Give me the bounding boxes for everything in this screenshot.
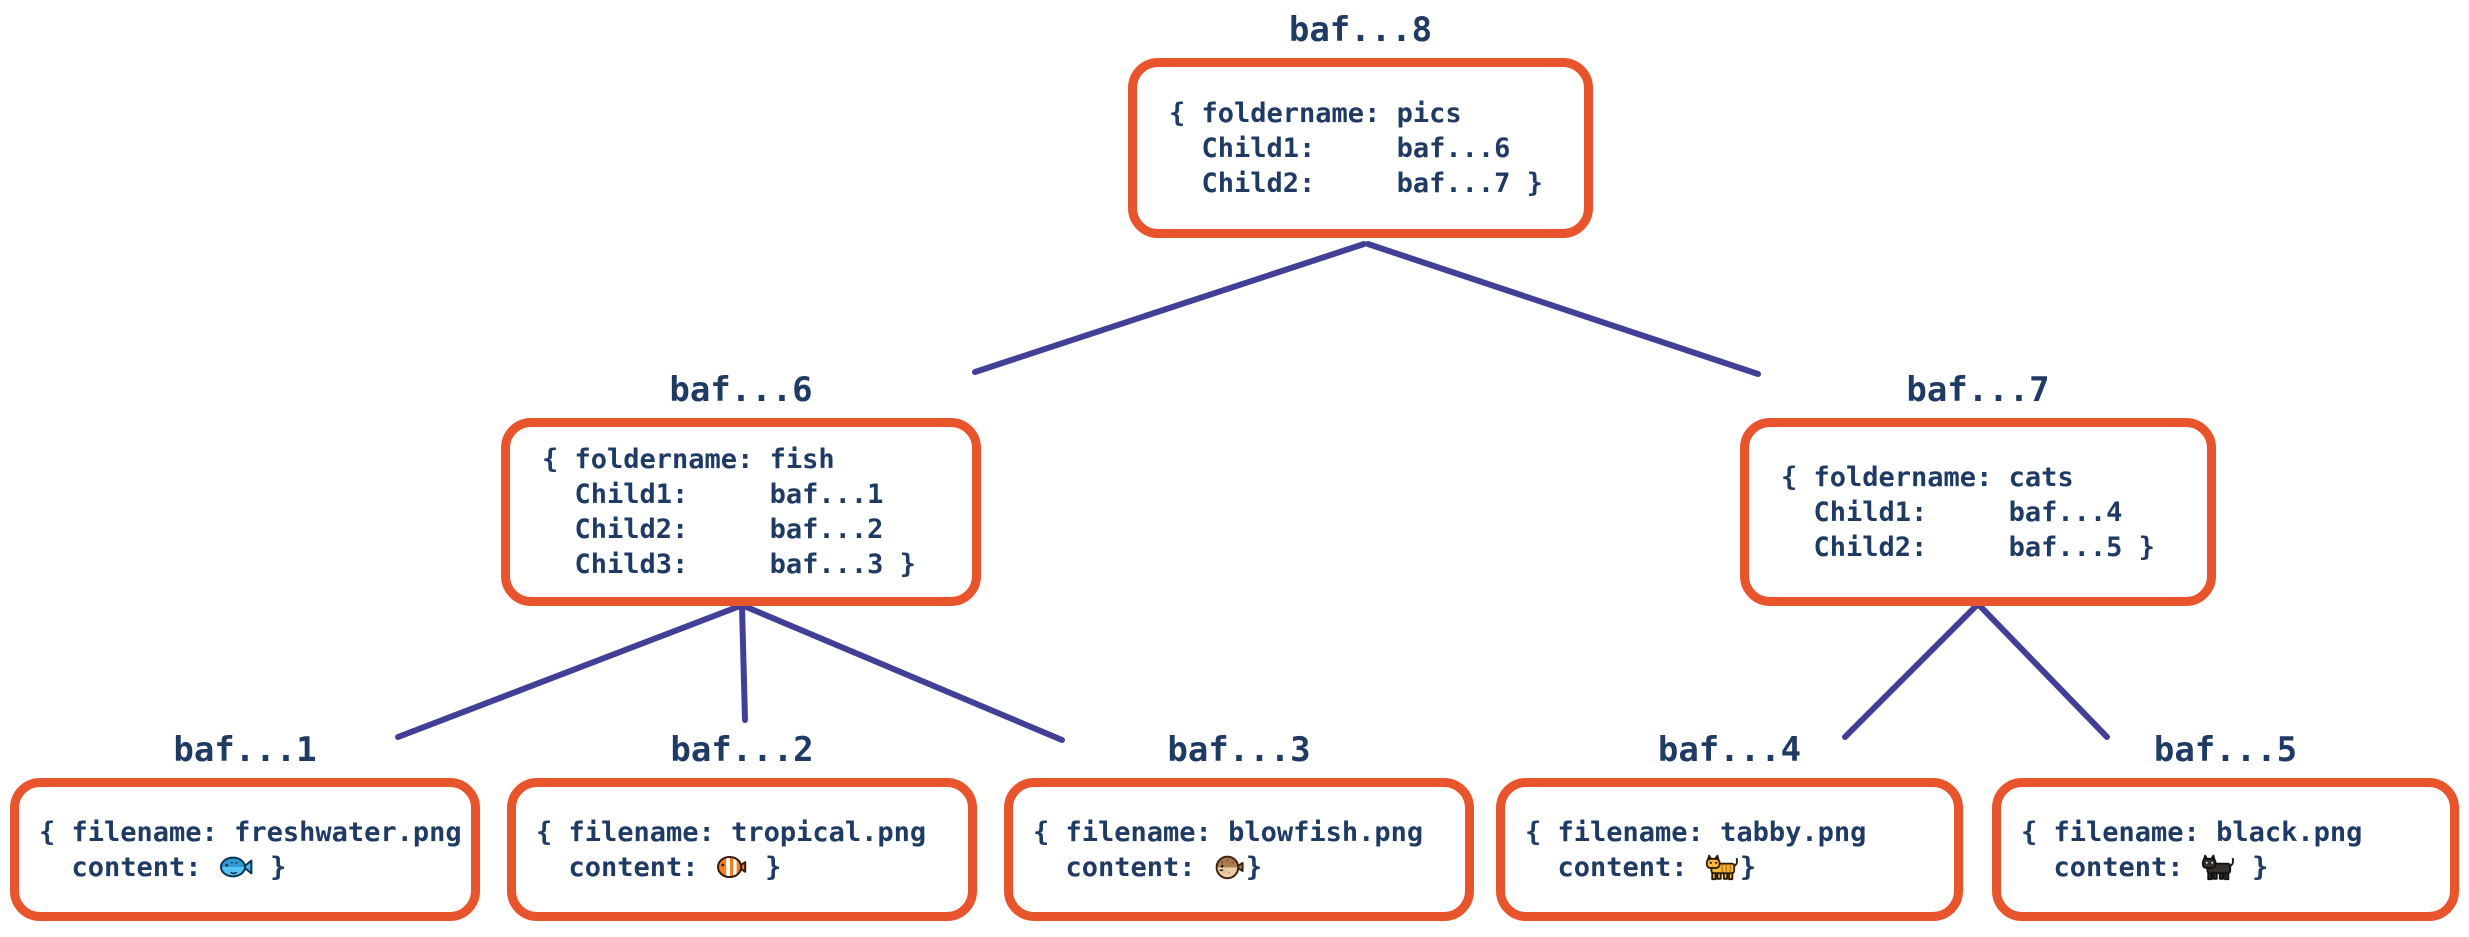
content-suffix: } bbox=[748, 851, 782, 883]
node-label: baf...5 bbox=[2153, 730, 2298, 770]
node-baf-5: baf...5 { filename: black.png content: bbox=[1992, 722, 2459, 921]
node-line: { filename: tropical.png bbox=[536, 816, 927, 848]
node-line: Child1: baf...1 bbox=[542, 479, 884, 510]
content-suffix: } bbox=[2235, 851, 2269, 883]
edge-baf7-baf4 bbox=[1842, 603, 1979, 740]
node-line: content: } bbox=[1033, 850, 1465, 885]
content-suffix: } bbox=[1245, 851, 1263, 883]
node-line: content: } bbox=[2021, 850, 2450, 885]
blue-fish-icon bbox=[219, 853, 253, 881]
node-label: baf...1 bbox=[173, 730, 317, 770]
blowfish-icon bbox=[1213, 853, 1245, 881]
node-line: { foldername: fish bbox=[542, 444, 835, 475]
edge-baf6-baf2 bbox=[739, 603, 748, 723]
node-line: Child1: baf...4 bbox=[1781, 496, 2123, 528]
node-line: Child1: baf...6 bbox=[1169, 132, 1511, 164]
content-suffix: } bbox=[253, 851, 287, 883]
node-label: baf...2 bbox=[670, 730, 814, 770]
node-baf-1: baf...1 { filename: freshwater.png conte… bbox=[10, 722, 480, 921]
node-line: content: } bbox=[1525, 850, 1954, 885]
content-suffix: } bbox=[1739, 851, 1757, 883]
node-line: { filename: blowfish.png bbox=[1033, 816, 1424, 848]
node-label: baf...6 bbox=[669, 370, 813, 410]
edge-baf8-baf7 bbox=[1365, 241, 1761, 377]
node-box: { foldername: pics Child1: baf...6 Child… bbox=[1128, 58, 1593, 238]
node-line: content: } bbox=[39, 850, 471, 885]
node-baf-2: baf...2 { filename: tropical.png content… bbox=[507, 722, 977, 921]
node-line: Child2: baf...5 } bbox=[1781, 531, 2155, 563]
node-box: { filename: tabby.png content: bbox=[1496, 778, 1963, 921]
edge-baf6-baf3 bbox=[741, 603, 1065, 743]
node-line: Child2: baf...7 } bbox=[1169, 167, 1543, 199]
node-baf-4: baf...4 { filename: tabby.png content: bbox=[1496, 722, 1963, 921]
black-cat-icon bbox=[2201, 852, 2235, 882]
tropical-fish-icon bbox=[716, 853, 748, 881]
node-line: { filename: tabby.png bbox=[1525, 816, 1867, 848]
edge-baf8-baf6 bbox=[972, 241, 1367, 375]
content-prefix: content: bbox=[1525, 851, 1704, 883]
node-baf-7: baf...7 { foldername: cats Child1: baf..… bbox=[1740, 362, 2216, 606]
node-line: { filename: freshwater.png bbox=[39, 816, 462, 848]
node-label: baf...4 bbox=[1657, 730, 1802, 770]
node-line: { filename: black.png bbox=[2021, 816, 2363, 848]
node-line: Child2: baf...2 bbox=[542, 514, 884, 545]
node-box: { filename: black.png content: bbox=[1992, 778, 2459, 921]
node-baf-8: baf...8 { foldername: pics Child1: baf..… bbox=[1128, 2, 1593, 238]
node-line: { foldername: cats bbox=[1781, 461, 2074, 493]
node-line: content: } bbox=[536, 850, 968, 885]
node-box: { foldername: cats Child1: baf...4 Child… bbox=[1740, 418, 2216, 606]
node-label: baf...7 bbox=[1906, 370, 2050, 410]
edge-baf7-baf5 bbox=[1977, 603, 2110, 740]
node-box: { filename: freshwater.png content: } bbox=[10, 778, 480, 921]
edge-baf6-baf1 bbox=[395, 603, 743, 740]
node-line: Child3: baf...3 } bbox=[542, 549, 916, 580]
node-label: baf...3 bbox=[1167, 730, 1311, 770]
content-prefix: content: bbox=[39, 851, 218, 883]
content-prefix: content: bbox=[536, 851, 715, 883]
node-label: baf...8 bbox=[1288, 10, 1433, 50]
node-box: { foldername: fish Child1: baf...1 Child… bbox=[501, 418, 981, 606]
node-box: { filename: blowfish.png content: } bbox=[1004, 778, 1474, 921]
node-baf-6: baf...6 { foldername: fish Child1: baf..… bbox=[501, 362, 981, 606]
tabby-cat-icon bbox=[1705, 852, 1739, 882]
node-box: { filename: tropical.png content: } bbox=[507, 778, 977, 921]
node-line: { foldername: pics bbox=[1169, 97, 1462, 129]
content-prefix: content: bbox=[2021, 851, 2200, 883]
node-baf-3: baf...3 { filename: blowfish.png content… bbox=[1004, 722, 1474, 921]
content-prefix: content: bbox=[1033, 851, 1212, 883]
